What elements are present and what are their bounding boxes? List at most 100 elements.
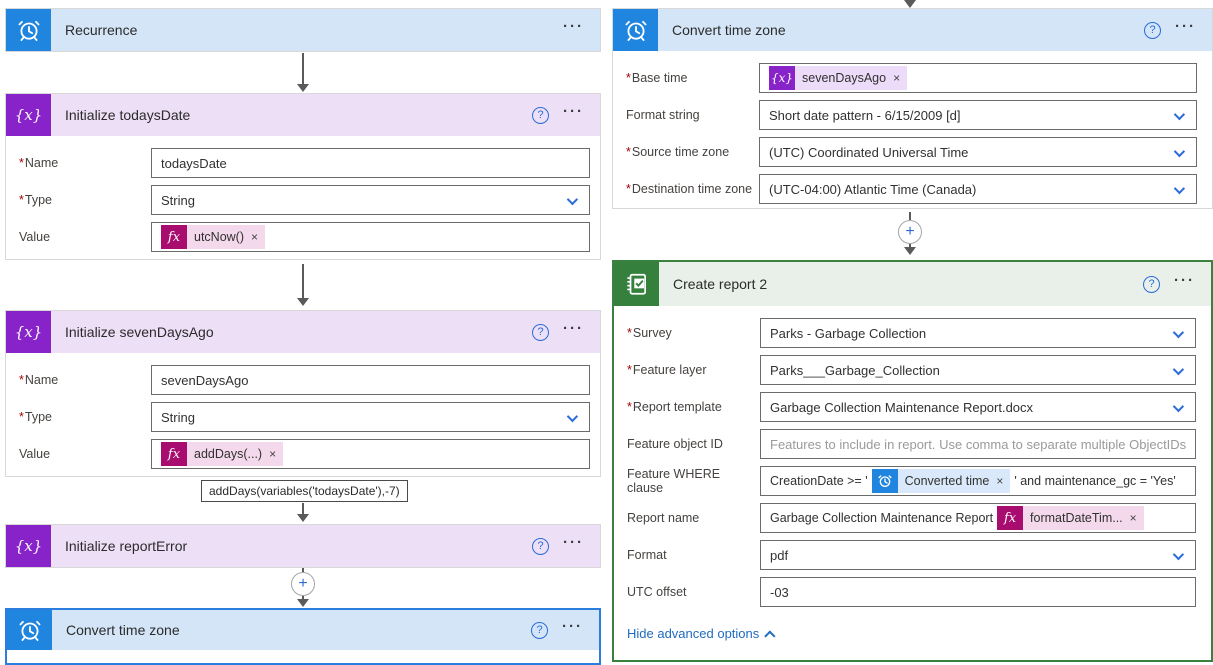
help-icon[interactable]: ? [532, 106, 549, 124]
format-string-label: Format string [626, 108, 700, 122]
type-field-label: *Type [19, 193, 52, 207]
report-template-label: *Report template [627, 400, 722, 414]
connector-arrow [904, 0, 916, 8]
more-options-button[interactable]: ··· [563, 18, 584, 35]
feature-where-clause-input[interactable]: CreationDate >= ' Converted time× ' and … [760, 466, 1196, 496]
format-string-select[interactable]: Short date pattern - 6/15/2009 [d] [759, 100, 1197, 130]
variable-icon: {x} [769, 66, 795, 90]
variable-icon: {x} [6, 525, 51, 567]
survey-label: *Survey [627, 326, 672, 340]
convert-time-zone-left-header[interactable]: Convert time zone ? ··· [7, 610, 599, 650]
chevron-down-icon [566, 193, 579, 206]
base-time-input[interactable]: {x} sevenDaysAgo× [759, 63, 1197, 93]
connector-with-insert: + [291, 568, 315, 607]
more-options-button[interactable]: ··· [1174, 272, 1195, 289]
feature-layer-label: *Feature layer [627, 363, 707, 377]
close-icon[interactable]: × [996, 474, 1004, 488]
survey-select[interactable]: Parks - Garbage Collection [760, 318, 1196, 348]
close-icon[interactable]: × [269, 447, 277, 461]
chevron-down-icon [1173, 108, 1186, 121]
expression-token[interactable]: fx utcNow()× [161, 225, 266, 249]
action-card-convert-time-zone-left: Convert time zone ? ··· [5, 608, 601, 665]
action-card-initialize-todaysdate: {x} Initialize todaysDate ? ··· *Name to… [5, 93, 601, 260]
destination-time-zone-label: *Destination time zone [626, 182, 753, 196]
close-icon[interactable]: × [1129, 511, 1137, 525]
connector-with-insert: + [898, 212, 922, 255]
action-card-initialize-reporterror: {x} Initialize reportError ? ··· [5, 524, 601, 568]
chevron-down-icon [1172, 400, 1185, 413]
value-input[interactable]: fx utcNow()× [151, 222, 590, 252]
value-input[interactable]: fx addDays(...)× [151, 439, 590, 469]
alarm-clock-icon [6, 9, 51, 51]
more-options-button[interactable]: ··· [563, 320, 584, 337]
action-card-initialize-sevendaysago: {x} Initialize sevenDaysAgo ? ··· *Name … [5, 310, 601, 477]
help-icon[interactable]: ? [531, 621, 548, 639]
chevron-down-icon [1173, 182, 1186, 195]
type-select[interactable]: String [151, 185, 590, 215]
feature-object-id-label: Feature object ID [627, 437, 723, 451]
insert-step-button[interactable]: + [898, 220, 922, 244]
placeholder-text: Features to include in report. Use comma… [770, 436, 1187, 452]
help-icon[interactable]: ? [532, 537, 549, 555]
fx-icon: fx [161, 442, 187, 466]
source-time-zone-select[interactable]: (UTC) Coordinated Universal Time [759, 137, 1197, 167]
action-title: Initialize reportError [65, 538, 188, 554]
base-time-label: *Base time [626, 71, 688, 85]
chevron-down-icon [1172, 548, 1185, 561]
expression-tooltip: addDays(variables('todaysDate'),-7) [201, 480, 408, 502]
fx-icon: fx [997, 506, 1024, 530]
more-options-button[interactable]: ··· [563, 534, 584, 551]
alarm-clock-icon [871, 469, 898, 493]
feature-layer-select[interactable]: Parks___Garbage_Collection [760, 355, 1196, 385]
flow-column-right: Convert time zone ? ··· *Base time {x} s… [612, 0, 1213, 665]
help-icon[interactable]: ? [1144, 21, 1161, 39]
initialize-sevendaysago-header[interactable]: {x} Initialize sevenDaysAgo ? ··· [6, 311, 600, 353]
name-input[interactable]: sevenDaysAgo [151, 365, 590, 395]
hide-advanced-options-link[interactable]: Hide advanced options [627, 626, 776, 642]
report-template-select[interactable]: Garbage Collection Maintenance Report.do… [760, 392, 1196, 422]
expression-token[interactable]: fx addDays(...)× [161, 442, 284, 466]
format-label: Format [627, 548, 667, 562]
source-time-zone-label: *Source time zone [626, 145, 730, 159]
variable-token[interactable]: {x} sevenDaysAgo× [769, 66, 908, 90]
help-icon[interactable]: ? [532, 323, 549, 341]
feature-object-id-input[interactable]: Features to include in report. Use comma… [760, 429, 1196, 459]
action-title: Recurrence [65, 22, 138, 38]
destination-time-zone-select[interactable]: (UTC-04:00) Atlantic Time (Canada) [759, 174, 1197, 204]
value-field-label: Value [19, 230, 51, 244]
convert-time-zone-header[interactable]: Convert time zone ? ··· [613, 9, 1212, 51]
type-select[interactable]: String [151, 402, 590, 432]
insert-step-button[interactable]: + [291, 572, 315, 596]
help-icon[interactable]: ? [1143, 275, 1160, 293]
more-options-button[interactable]: ··· [563, 103, 584, 120]
chevron-down-icon [1172, 363, 1185, 376]
more-options-button[interactable]: ··· [1175, 18, 1196, 35]
format-select[interactable]: pdf [760, 540, 1196, 570]
initialize-reporterror-header[interactable]: {x} Initialize reportError ? ··· [6, 525, 600, 567]
action-title: Convert time zone [672, 22, 786, 38]
close-icon[interactable]: × [251, 230, 259, 244]
report-name-input[interactable]: Garbage Collection Maintenance Report fx… [760, 503, 1196, 533]
name-input[interactable]: todaysDate [151, 148, 590, 178]
expression-token[interactable]: fx formatDateTim...× [997, 506, 1144, 530]
name-field-label: *Name [19, 156, 59, 170]
feature-where-clause-label: Feature WHERE clause [627, 467, 721, 495]
create-report-2-header[interactable]: Create report 2 ? ··· [614, 262, 1211, 306]
utc-offset-input[interactable]: -03 [760, 577, 1196, 607]
alarm-clock-icon [7, 610, 52, 650]
action-title: Create report 2 [673, 276, 768, 292]
chevron-down-icon [1173, 145, 1186, 158]
report-name-label: Report name [627, 511, 700, 525]
initialize-todaysdate-header[interactable]: {x} Initialize todaysDate ? ··· [6, 94, 600, 136]
recurrence-header[interactable]: Recurrence ··· [6, 9, 600, 51]
survey123-icon [614, 262, 659, 306]
chevron-down-icon [1172, 326, 1185, 339]
close-icon[interactable]: × [893, 71, 901, 85]
action-title: Initialize todaysDate [65, 107, 191, 123]
more-options-button[interactable]: ··· [562, 618, 583, 635]
variable-icon: {x} [6, 311, 51, 353]
utc-offset-label: UTC offset [627, 585, 687, 599]
chevron-up-icon [764, 629, 776, 642]
value-field-label: Value [19, 447, 51, 461]
converted-time-token[interactable]: Converted time× [871, 469, 1011, 493]
